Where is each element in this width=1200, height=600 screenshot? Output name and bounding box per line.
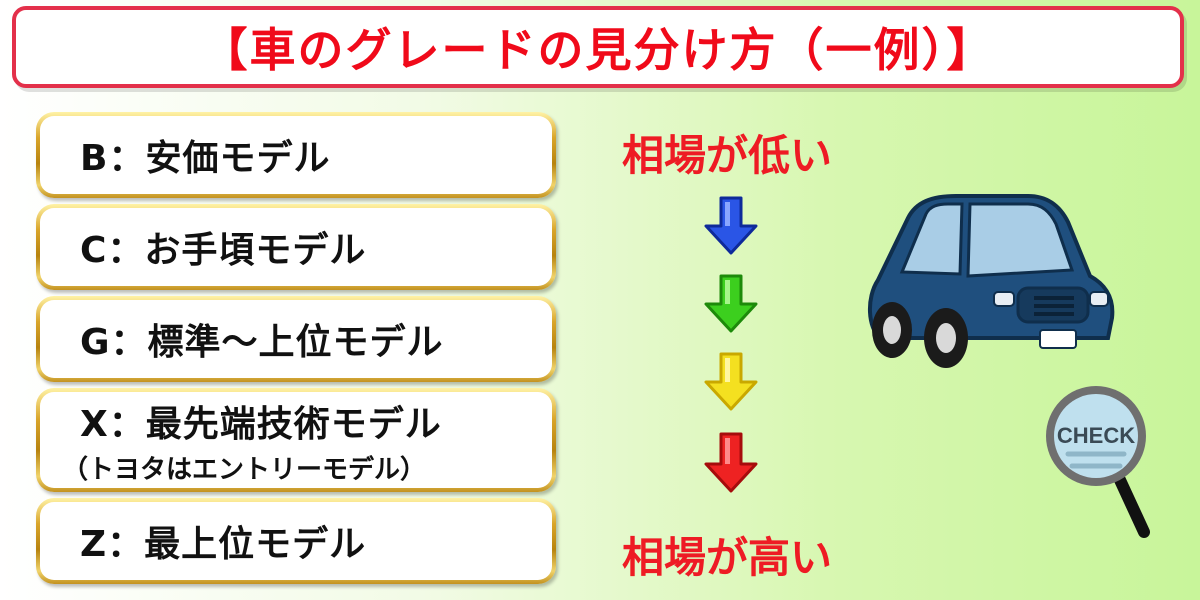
grade-item-c: C：お手頃モデル bbox=[36, 204, 556, 290]
grade-item-z: Z：最上位モデル bbox=[36, 498, 556, 584]
grade-note: （トヨタはエントリーモデル） bbox=[62, 454, 427, 485]
page-title: 【車のグレードの見分け方（一例）】 bbox=[201, 23, 995, 77]
arrow-down-blue-icon bbox=[704, 196, 758, 255]
grade-label: C：お手頃モデル bbox=[80, 230, 367, 271]
grade-label: Z：最上位モデル bbox=[80, 524, 367, 565]
price-high-label: 相場が高い bbox=[622, 533, 833, 582]
grade-label: B：安価モデル bbox=[80, 138, 331, 179]
grade-item-b: B：安価モデル bbox=[36, 112, 556, 198]
car-icon bbox=[867, 194, 1115, 368]
grade-item-x: X：最先端技術モデル （トヨタはエントリーモデル） bbox=[36, 388, 556, 492]
arrow-down-yellow-icon bbox=[704, 352, 758, 411]
arrow-down-red-icon bbox=[704, 432, 758, 493]
grade-label: G：標準〜上位モデル bbox=[80, 322, 444, 363]
price-low-label: 相場が低い bbox=[622, 131, 833, 180]
magnifier-text: CHECK bbox=[1057, 423, 1135, 448]
title-banner: 【車のグレードの見分け方（一例）】 bbox=[12, 6, 1184, 88]
arrow-down-green-icon bbox=[704, 274, 758, 333]
magnifier-icon: CHECK bbox=[1046, 386, 1150, 538]
grade-label: X：最先端技術モデル bbox=[80, 403, 442, 445]
grade-item-g: G：標準〜上位モデル bbox=[36, 296, 556, 382]
